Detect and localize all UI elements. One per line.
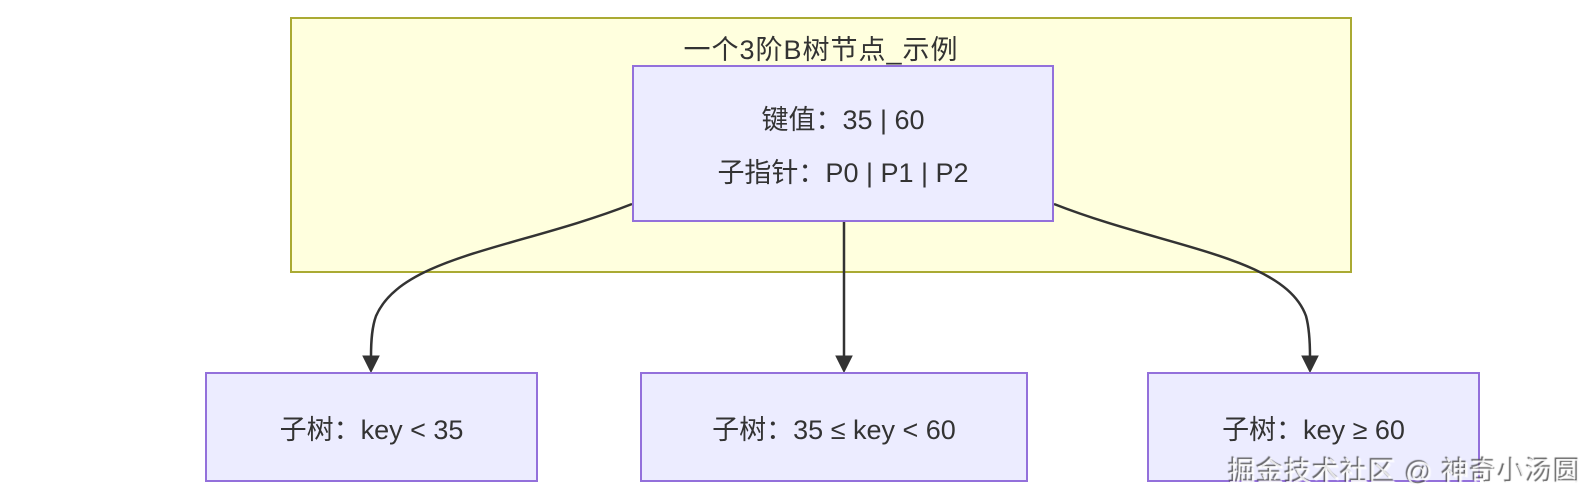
- arrowhead-middle-icon: [835, 355, 853, 374]
- watermark: 掘金技术社区 @ 神奇小汤圆: [1228, 457, 1582, 487]
- arrowhead-right-icon: [1301, 355, 1319, 374]
- child-box-label: 子树：35 ≤ key < 60: [712, 414, 956, 445]
- child-box-left: 子树：key < 35: [205, 372, 538, 482]
- child-box-label: 子树：key < 35: [279, 414, 464, 445]
- node-keys-line: 键值：35 | 60: [761, 104, 925, 135]
- child-box-middle: 子树：35 ≤ key < 60: [640, 372, 1028, 482]
- node-pointers-line: 子指针：P0 | P1 | P2: [717, 157, 969, 188]
- child-box-label: 子树：key ≥ 60: [1222, 414, 1405, 445]
- cluster-title: 一个3阶B树节点_示例: [683, 35, 959, 65]
- btree-root-node: 键值：35 | 60 子指针：P0 | P1 | P2: [632, 65, 1054, 222]
- arrowhead-left-icon: [362, 355, 380, 374]
- child-box-right: 子树：key ≥ 60: [1147, 372, 1480, 482]
